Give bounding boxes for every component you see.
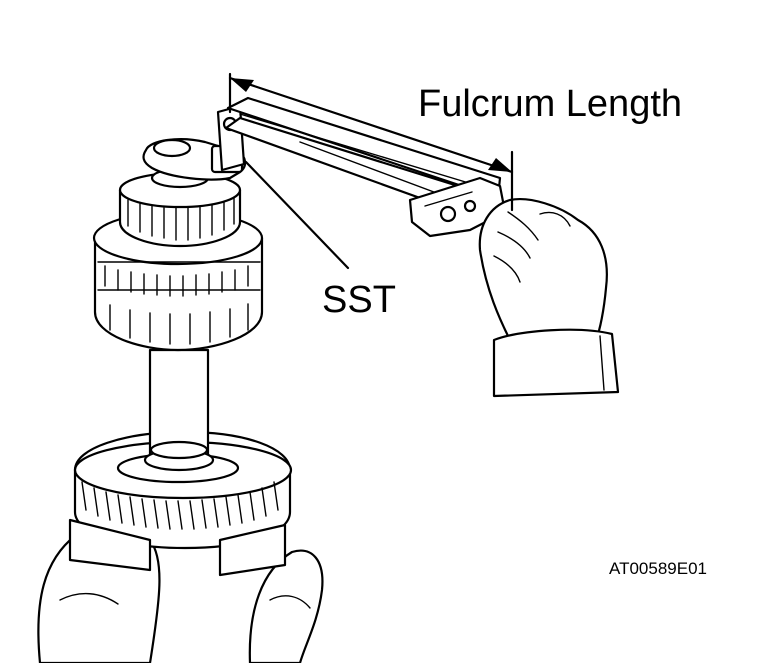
sst-leader-line bbox=[244, 160, 350, 270]
dimension-arrow-left bbox=[230, 78, 254, 92]
dimension-line bbox=[228, 76, 514, 174]
gear-shaft-assembly bbox=[68, 167, 293, 577]
synchronizer-hub bbox=[93, 236, 264, 352]
torque-wrench-lever bbox=[224, 96, 507, 238]
sleeve bbox=[492, 328, 620, 398]
dimension-arrow-right bbox=[488, 158, 512, 172]
sst-tool bbox=[142, 104, 247, 181]
hub-teeth bbox=[97, 261, 261, 345]
fulcrum-length-label: Fulcrum Length bbox=[418, 83, 682, 125]
operator-hand bbox=[478, 198, 620, 398]
lower-gear-teeth bbox=[81, 481, 279, 530]
figure-code: AT00589E01 bbox=[609, 559, 707, 578]
fulcrum-length-dimension bbox=[228, 72, 514, 212]
sst-label: SST bbox=[322, 279, 396, 321]
